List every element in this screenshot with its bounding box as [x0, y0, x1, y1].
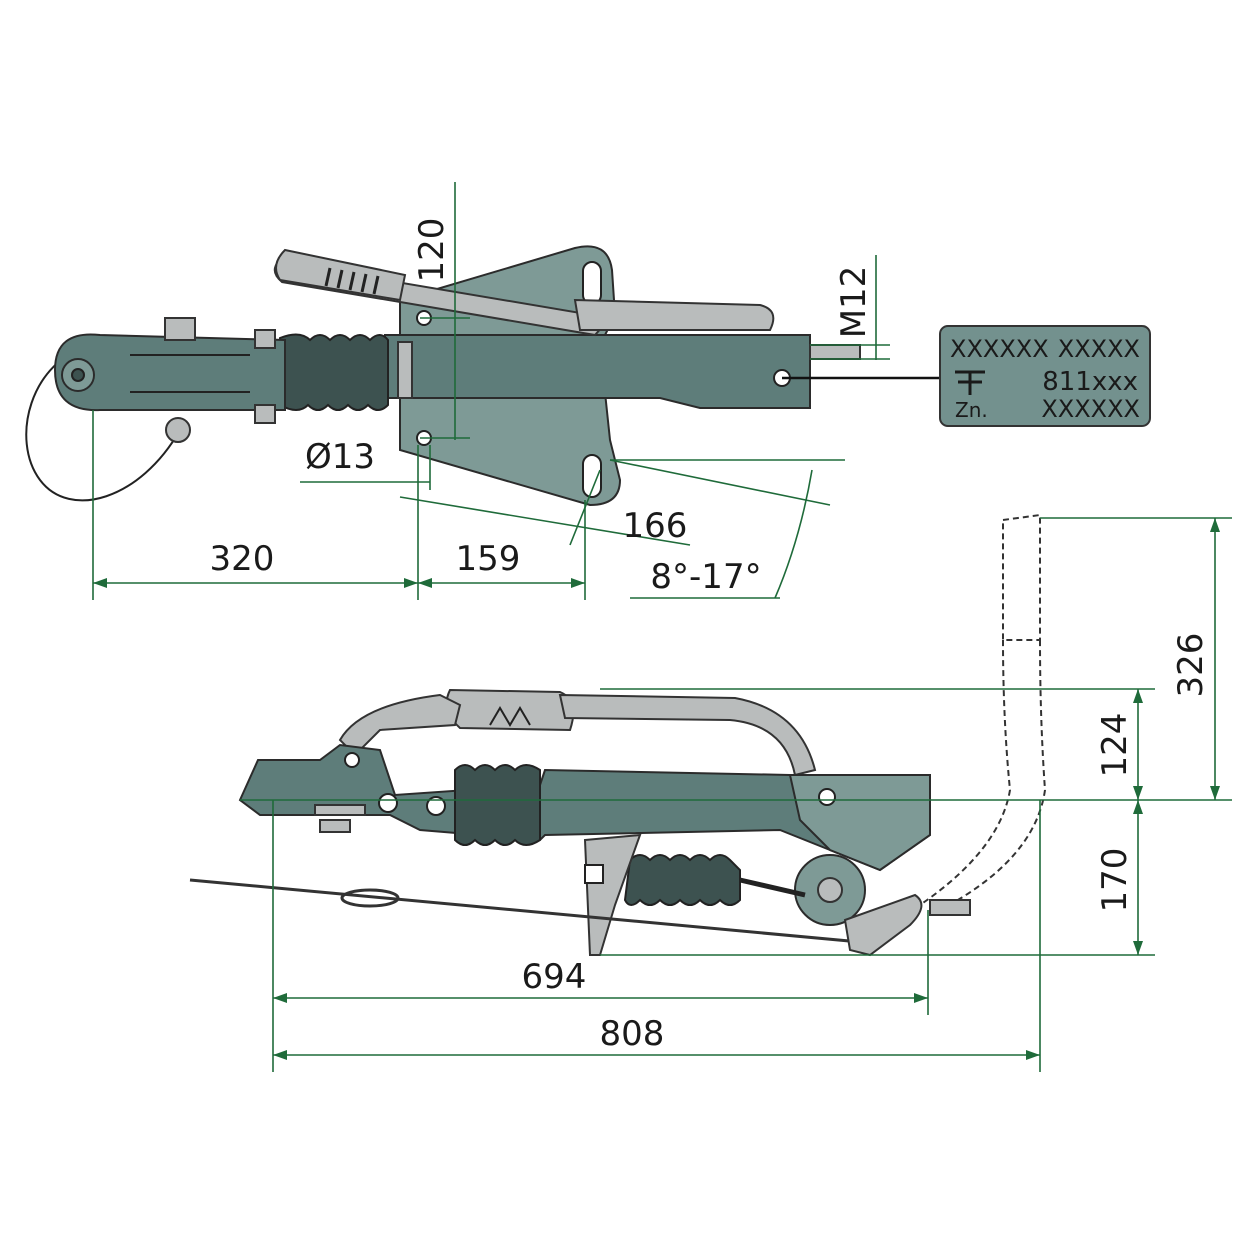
- wear-indicator: [164, 317, 196, 341]
- dim-hole-diameter: Ø13: [305, 437, 375, 477]
- dim-326: 326: [1171, 633, 1211, 698]
- dim-808: 808: [600, 1014, 665, 1054]
- lever-cam: [843, 893, 923, 957]
- lever-swing-outline: [1002, 513, 1041, 641]
- plate-zn-label: Zn.: [955, 398, 988, 422]
- bellows: [279, 333, 389, 411]
- dim-m12: M12: [834, 266, 874, 339]
- breakaway-cable: [25, 344, 181, 502]
- plate-model: 811xxx: [1042, 367, 1138, 397]
- damper-spring: [623, 854, 741, 906]
- dim-124: 124: [1095, 713, 1135, 778]
- grip-ribs: [324, 267, 380, 295]
- lever-pawl: [338, 693, 462, 757]
- dim-166: 166: [623, 506, 688, 546]
- dim-320: 320: [210, 539, 275, 579]
- bellows-side: [454, 764, 541, 846]
- slot-hole-bottom: [582, 454, 602, 498]
- slot-hole-top: [582, 261, 602, 305]
- plate-row1-left: XXXXXX: [950, 335, 1049, 363]
- dim-120: 120: [412, 218, 452, 283]
- rear-housing: [788, 774, 931, 872]
- plate-joint: [397, 341, 413, 399]
- pivot-pin: [818, 788, 836, 806]
- brake-cable: [189, 878, 861, 944]
- dim-694: 694: [522, 957, 587, 997]
- lever-base: [573, 298, 775, 331]
- handbrake-arm: [558, 693, 817, 777]
- plate-row1-right: XXXXX: [1058, 335, 1140, 363]
- type-plate: XXXXXX XXXXX 811xxx Zn. XXXXXX: [782, 325, 1151, 427]
- clamp-bolt: [254, 329, 276, 349]
- dim-159: 159: [456, 539, 521, 579]
- plate-row3-right: XXXXXX: [1041, 395, 1140, 423]
- top-view: [25, 245, 861, 507]
- dim-170: 170: [1095, 848, 1135, 913]
- side-view: [189, 513, 1047, 957]
- top-view-dimension-lines: [92, 182, 890, 600]
- drawbar: [384, 334, 811, 409]
- type-plate-background: [939, 325, 1151, 427]
- cable-ring: [165, 417, 191, 443]
- cable-clip: [340, 888, 400, 908]
- brake-rod: [739, 877, 806, 898]
- handle-plate: [314, 804, 366, 816]
- dim-angle: 8°-17°: [650, 557, 761, 597]
- manufacturer-logo-icon: [955, 370, 985, 395]
- m12-bolt: [809, 344, 861, 360]
- side-view-dimension-lines: [240, 517, 1232, 1072]
